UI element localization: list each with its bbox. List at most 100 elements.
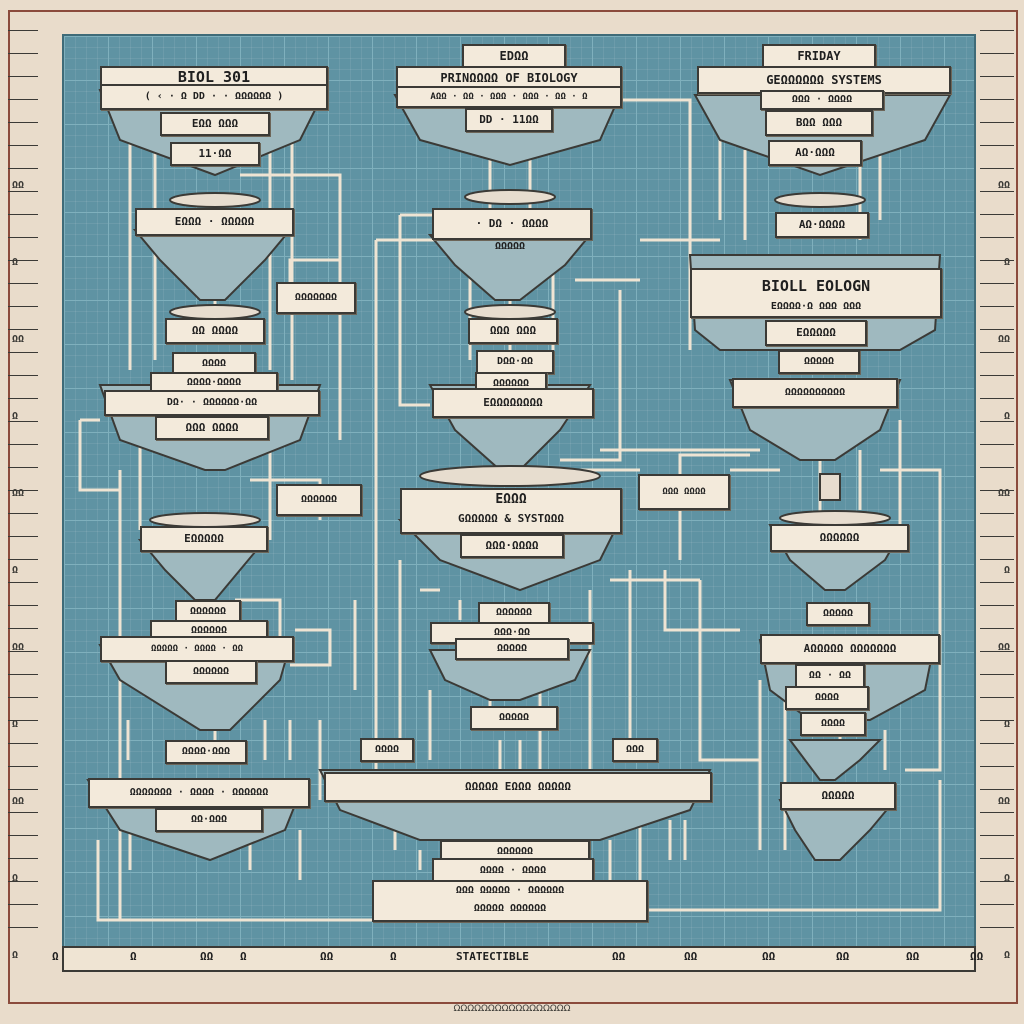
node-row3-b: ΩΩΩΩΩΩ [770,524,909,552]
node-row5-c: ΩΩΩΩΩ [780,782,896,810]
ruler-tick-label: ΩΩ [12,334,25,345]
ruler-line [8,651,38,652]
ruler-tick-label: ΩΩ [12,642,25,653]
node-principles-code: DD · 11ΩΩ [465,108,553,132]
ruler-tick-label: Ω [1003,950,1010,961]
bottom-bar-cell: ΩΩ [906,950,920,963]
ruler-line [8,421,38,422]
node-r1-b: · DΩ · ΩΩΩΩ [432,208,592,240]
ruler-line [980,306,1014,307]
ruler-line [980,191,1014,192]
ruler-line [8,237,38,238]
ruler-line [980,582,1014,583]
bottom-bar-cell: Ω [240,950,247,963]
ruler-line [980,122,1014,123]
bottom-bar-cell: Ω [390,950,397,963]
ruler-line [8,260,38,261]
ruler-line [8,329,38,330]
ruler-line [8,352,38,353]
ruler-tick-label: Ω [1003,411,1010,422]
ruler-tick-label: Ω [12,257,19,268]
ruler-tick-label: ΩΩ [997,180,1010,191]
node-genomic-systems-time: AΩ·ΩΩΩ [768,140,862,166]
node-row3-a: EΩΩΩΩΩ [140,526,268,552]
node-row4-b2: ΩΩΩΩΩ [455,638,569,660]
ruler-tick-label: Ω [1003,873,1010,884]
node-biol-301-title: BIOL 301 [100,66,328,88]
ruler-line [8,628,38,629]
node-3-top-tag: FRIDAY [762,44,876,68]
node-bottom-line-2: ΩΩΩΩΩ ΩΩΩΩΩΩ [473,903,547,914]
node-biol-301-time: 11·ΩΩ [170,142,260,166]
ruler-line [8,375,38,376]
ruler-tick-label: ΩΩ [997,488,1010,499]
ruler-line [8,191,38,192]
ruler-line [980,99,1014,100]
node-left-tag: ΩΩΩΩΩΩΩ [276,282,356,314]
ruler-line [8,467,38,468]
node-biol-ecology-title: BIOLL EOLOGN [690,268,942,302]
node-genomic-and-systems-code: ΩΩΩ·ΩΩΩΩ [460,534,564,558]
ruler-line [980,674,1014,675]
ruler-tick-label: ΩΩ [997,796,1010,807]
ruler-line [980,536,1014,537]
node-bottom-box: ΩΩΩ ΩΩΩΩΩ · ΩΩΩΩΩΩ ΩΩΩΩΩ ΩΩΩΩΩΩ [372,880,648,922]
ruler-line [8,582,38,583]
ruler-line [8,283,38,284]
ruler-line [980,490,1014,491]
ruler-line [8,536,38,537]
ruler-line [980,766,1014,767]
node-genomic-systems-subtitle: ΩΩΩ · ΩΩΩΩ [760,90,884,110]
node-r1-a: EΩΩΩ · ΩΩΩΩΩ [135,208,294,236]
bottom-bar-cell: Ω [52,950,59,963]
ruler-tick-label: Ω [1003,719,1010,730]
node-principles-subtitle: AΩΩ · ΩΩ · ΩΩΩ · ΩΩΩ · ΩΩ · Ω [396,86,622,108]
ruler-line [980,605,1014,606]
node-biol-301-code: EΩΩ ΩΩΩ [160,112,270,136]
node-biol-ecology-time: ΩΩΩΩΩ [778,350,860,374]
node-2-top-tag: EDΩΩ [462,44,566,68]
node-biol-ecology-bar: ΩΩΩΩΩΩΩΩΩΩ [732,378,898,408]
ruler-line [980,513,1014,514]
node-row2-b2: EΩΩΩΩΩΩΩΩ [432,388,594,418]
ruler-line [980,812,1014,813]
ruler-line [8,444,38,445]
ruler-line [980,237,1014,238]
node-row4-b-top: ΩΩΩΩΩΩ [478,602,550,624]
bottom-bar-title: STATECTIBLE [456,950,529,963]
ruler-tick-label: Ω [1003,257,1010,268]
ruler-line [980,352,1014,353]
ruler-line [8,743,38,744]
ruler-line [8,214,38,215]
ruler-line [980,53,1014,54]
ruler-tick-label: ΩΩ [12,488,25,499]
bottom-bar-cell: ΩΩ [836,950,850,963]
ruler-line [8,398,38,399]
node-row4-c4: ΩΩΩΩ [800,712,866,736]
node-row5-b: ΩΩΩΩΩ EΩΩΩ ΩΩΩΩΩ [324,772,712,802]
node-genomic-systems-code: BΩΩ ΩΩΩ [765,110,873,136]
bottom-bar-cell: ΩΩ [200,950,214,963]
ruler-line [980,283,1014,284]
ruler-line [980,927,1014,928]
node-row5-a: ΩΩΩΩΩΩΩ · ΩΩΩΩ · ΩΩΩΩΩΩ [88,778,310,808]
node-row4-a2: ΩΩΩΩΩΩ [165,660,257,684]
node-row5-tab-right: ΩΩΩ [612,738,658,762]
ruler-line [980,904,1014,905]
ruler-tick-label: Ω [12,411,19,422]
ruler-tick-label: Ω [12,565,19,576]
node-r1-c: ΩΩΩΩΩ [494,241,526,252]
bottom-bar-cell: ΩΩ [762,950,776,963]
ruler-line [980,628,1014,629]
ruler-line [980,168,1014,169]
ruler-line [980,467,1014,468]
ruler-line [8,122,38,123]
ruler-line [8,720,38,721]
ruler-line [8,53,38,54]
node-row2-a3: ΩΩΩ ΩΩΩΩ [155,416,269,440]
ruler-line [980,421,1014,422]
ruler-line [980,789,1014,790]
